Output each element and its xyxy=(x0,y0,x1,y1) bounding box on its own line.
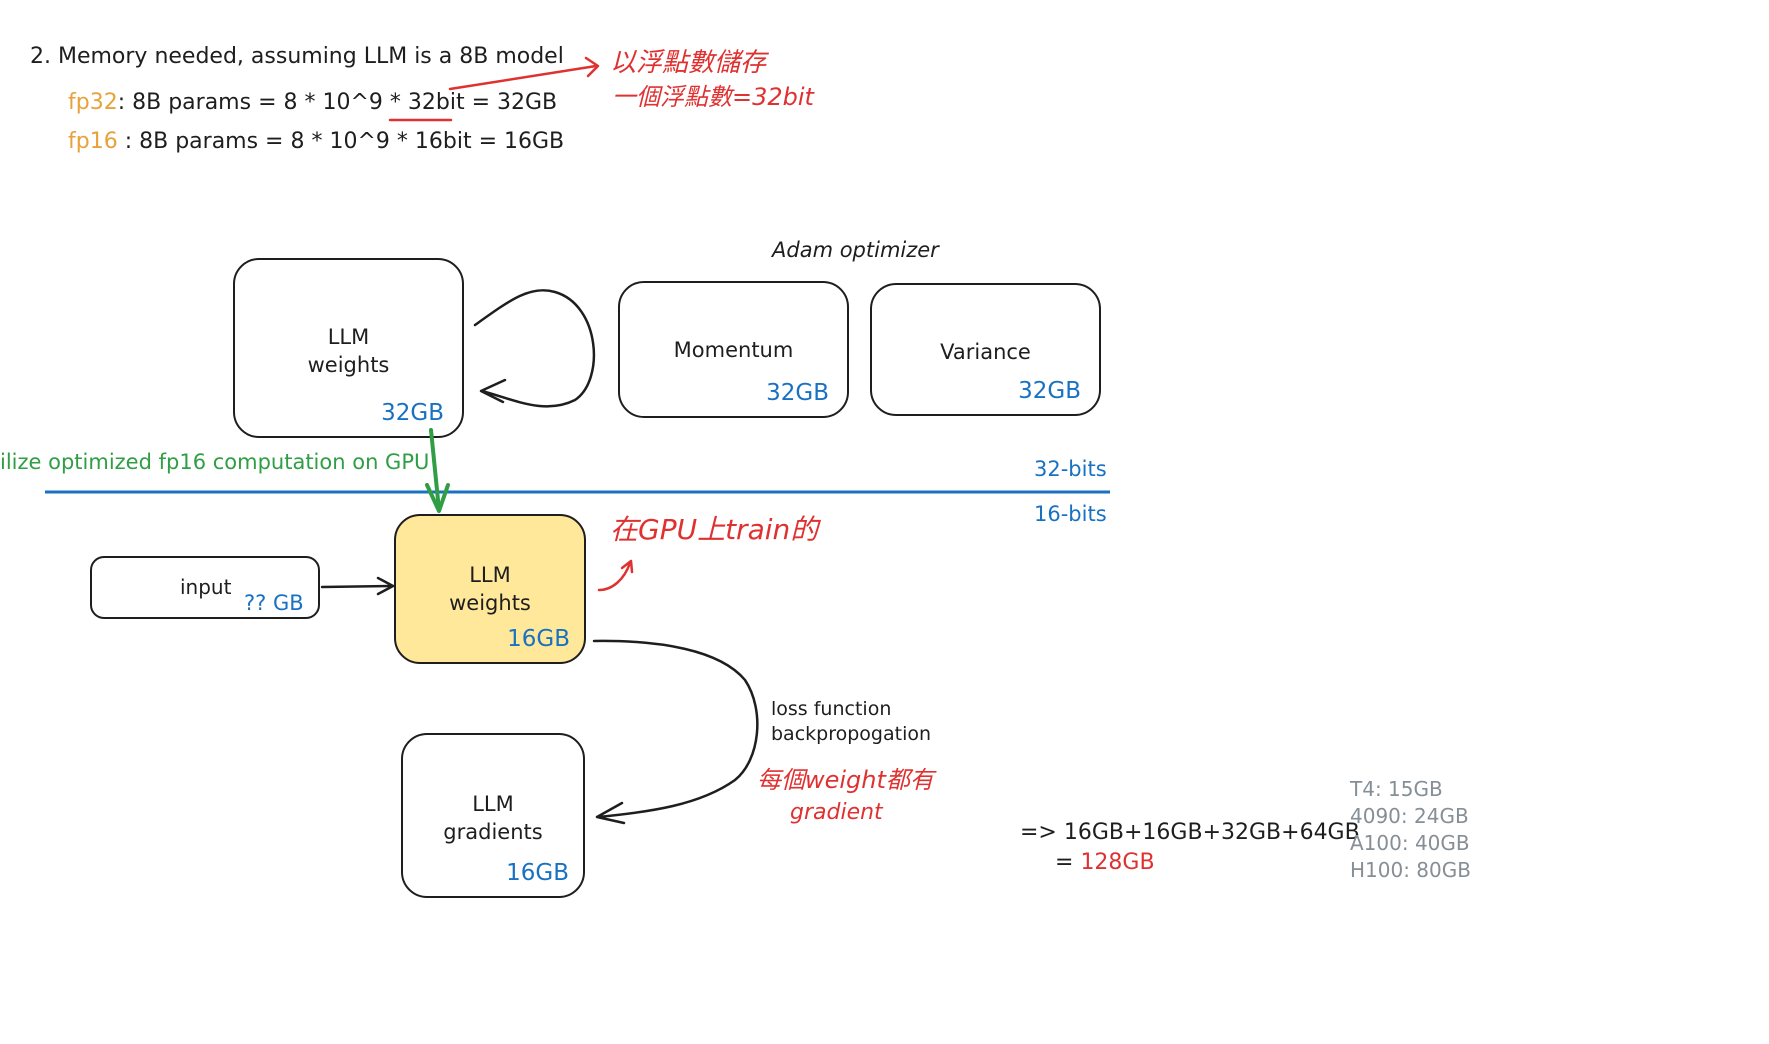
float-storage-note-line1: 以浮點數儲存 xyxy=(610,48,767,78)
every-weight-gradient-note-line1: 每個weight都有 xyxy=(757,766,934,794)
fp32-label: fp32 xyxy=(68,90,118,115)
momentum-box[interactable]: Momentum 32GB xyxy=(618,281,849,418)
llm-weights-fp16-size: 16GB xyxy=(507,626,570,652)
input-box[interactable]: input ?? GB xyxy=(90,556,320,619)
llm-gradients-line1: LLM xyxy=(472,792,514,816)
variance-label: Variance xyxy=(940,340,1031,364)
gpu-item: 4090: 24GB xyxy=(1350,804,1469,828)
fp32-eq-part-b: = 32GB xyxy=(464,90,558,115)
train-note-arrow xyxy=(597,561,632,592)
annotation-arrow xyxy=(448,64,598,91)
fp16-eq-text: : 8B params = 8 * 10^9 * 16bit = 16GB xyxy=(117,129,565,154)
backprop-arrow xyxy=(592,639,759,819)
loss-function-label: loss function xyxy=(771,698,892,720)
llm-weights-fp16-line2: weights xyxy=(449,591,531,615)
llm-gradients-line2: gradients xyxy=(443,820,543,844)
llm-weights-fp16-box[interactable]: LLM weights 16GB xyxy=(394,514,586,664)
llm-gradients-size: 16GB xyxy=(506,860,569,886)
input-arrow xyxy=(320,584,395,589)
annotation-arrowhead-icon xyxy=(584,56,600,78)
gpu-item: H100: 80GB xyxy=(1350,858,1471,882)
llm-gradients-box[interactable]: LLM gradients 16GB xyxy=(401,733,585,898)
llm-weights-fp32-line2: weights xyxy=(307,353,390,377)
variance-size: 32GB xyxy=(1018,378,1081,404)
total-result: 128GB xyxy=(1080,850,1155,875)
llm-weights-fp32-size: 32GB xyxy=(381,400,444,426)
train-on-gpu-note: 在GPU上train的 xyxy=(610,513,819,546)
cast-to-fp16-arrowhead-icon xyxy=(425,483,450,513)
input-arrowhead-icon xyxy=(376,576,395,596)
fp32-equation: fp32: 8B params = 8 * 10^9 * 32bit = 32G… xyxy=(68,90,557,115)
momentum-size: 32GB xyxy=(766,380,829,406)
gpu-item: T4: 15GB xyxy=(1350,777,1443,801)
input-size: ?? GB xyxy=(244,591,304,615)
cast-to-fp16-arrow xyxy=(429,428,441,512)
total-result-line: = 128GB xyxy=(1055,850,1155,875)
gpu-item: A100: 40GB xyxy=(1350,831,1470,855)
fp32-eq-part-a: : 8B params = 8 * 10^9 * xyxy=(117,90,408,115)
fp16-computation-note: ilize optimized fp16 computation on GPU xyxy=(0,450,430,474)
adam-optimizer-label: Adam optimizer xyxy=(772,238,939,262)
llm-weights-fp32-box[interactable]: LLM weights 32GB xyxy=(233,258,464,438)
fp16-equation: fp16 : 8B params = 8 * 10^9 * 16bit = 16… xyxy=(68,129,564,154)
update-loop-arrowhead-icon xyxy=(479,378,507,404)
total-sum: => 16GB+16GB+32GB+64GB xyxy=(1020,820,1360,845)
fp16-label: fp16 xyxy=(68,129,118,154)
gpu-memory-list: T4: 15GB 4090: 24GB A100: 40GB H100: 80G… xyxy=(1350,776,1471,884)
every-weight-gradient-note-line2: gradient xyxy=(790,800,883,825)
backpropagation-label: backpropogation xyxy=(771,723,932,745)
llm-weights-fp16-line1: LLM xyxy=(469,563,511,587)
total-equals: = xyxy=(1055,850,1081,875)
backprop-arrowhead-icon xyxy=(595,801,626,825)
divider-label-16bits: 16-bits xyxy=(1034,502,1107,526)
page-title: 2. Memory needed, assuming LLM is a 8B m… xyxy=(30,44,564,69)
float-storage-note-line2: 一個浮點數=32bit xyxy=(612,83,814,111)
momentum-label: Momentum xyxy=(673,338,794,362)
variance-box[interactable]: Variance 32GB xyxy=(870,283,1101,416)
divider-label-32bits: 32-bits xyxy=(1034,457,1107,481)
llm-weights-fp32-line1: LLM xyxy=(327,325,370,349)
update-loop-arrow xyxy=(473,289,596,408)
input-label: input xyxy=(180,575,232,599)
train-note-arrowhead-icon xyxy=(620,559,634,574)
fp32-underlined-term: 32bit xyxy=(407,90,465,115)
